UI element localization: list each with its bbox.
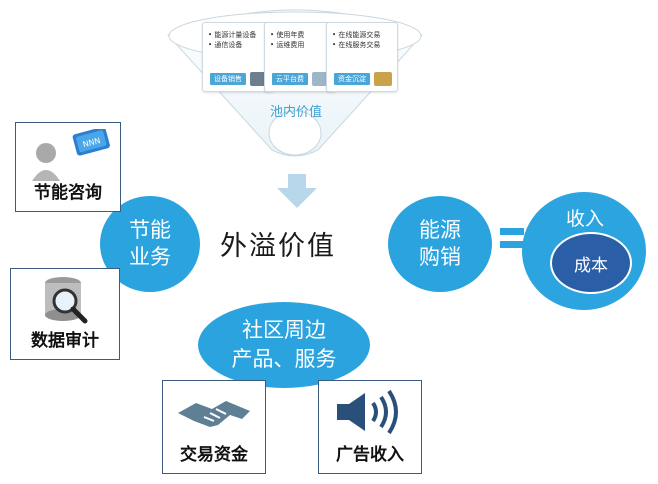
coins-icon (374, 72, 392, 86)
consultant-icon: NNN (32, 129, 110, 181)
income-label: 收入 (565, 208, 604, 230)
community-products-ellipse: 社区周边 产品、服务 (198, 302, 370, 388)
equals-icon (500, 228, 524, 254)
pool-value-label: 池内价值 (269, 105, 322, 120)
cloud-icon (312, 72, 330, 86)
circle-label: 业务 (129, 245, 171, 269)
card-line: • 运维费用 (270, 41, 305, 49)
community-label: 社区周边 (242, 318, 326, 342)
trade-funds-box: 交易资金 (162, 380, 266, 474)
data-audit-box: 数据审计 (10, 268, 120, 360)
database-search-icon (45, 277, 88, 324)
ad-income-box: 广告收入 (318, 380, 422, 474)
device-icon (250, 72, 268, 86)
card-line: • 使用年费 (270, 31, 305, 39)
handshake-icon (178, 401, 250, 427)
community-label: 产品、服务 (231, 347, 337, 371)
down-arrow-icon (277, 174, 317, 208)
funnel-card-equipment: • 能源计量设备 • 通信设备 设备销售 (202, 22, 274, 92)
consulting-box: NNN 节能咨询 (15, 122, 121, 212)
data-audit-label: 数据审计 (31, 331, 99, 351)
circle-label: 购销 (419, 245, 461, 269)
energy-sales-circle: 能源 购销 (388, 196, 492, 292)
speaker-icon (337, 389, 398, 435)
circle-label: 节能 (129, 218, 171, 242)
card-line: • 通信设备 (208, 41, 243, 49)
card-line: • 在线能源交易 (332, 31, 381, 39)
cost-circle: 成本 (550, 232, 632, 294)
trade-funds-label: 交易资金 (180, 445, 248, 465)
card-tag: 云平台费 (272, 73, 308, 85)
cost-label: 成本 (574, 255, 608, 276)
ad-income-label: 广告收入 (336, 445, 404, 465)
circle-label: 能源 (419, 218, 461, 242)
funnel-card-cloud: • 使用年费 • 运维费用 云平台费 (264, 22, 336, 92)
overflow-value-label: 外溢价值 (220, 231, 336, 262)
consulting-label: 节能咨询 (34, 183, 102, 203)
card-line: • 能源计量设备 (208, 31, 257, 39)
card-tag: 设备销售 (210, 73, 246, 85)
card-tag: 资金沉淀 (334, 73, 370, 85)
card-line: • 在线服务交易 (332, 41, 381, 49)
svg-text:NNN: NNN (82, 136, 102, 149)
funnel-card-funds: • 在线能源交易 • 在线服务交易 资金沉淀 (326, 22, 398, 92)
